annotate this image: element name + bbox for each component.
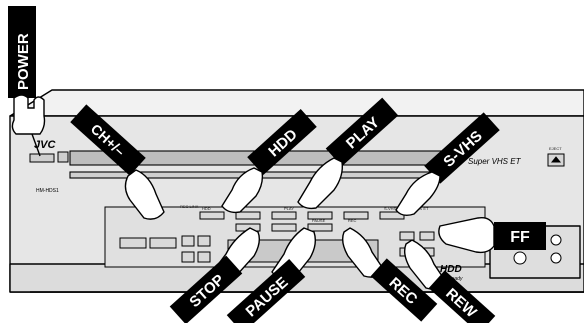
hdd-small-label: HDD (202, 206, 211, 211)
play-small-label: PLAY (284, 206, 294, 211)
rec-small-label: REC (348, 218, 357, 223)
callout-power: POWER (8, 6, 36, 98)
svhs-small-label: S-VHS (384, 206, 397, 211)
power-button[interactable] (30, 152, 68, 162)
callout-power-label: POWER (15, 33, 32, 90)
callout-ff: FF (494, 222, 546, 250)
model-label: HM-HDS1 (36, 188, 59, 194)
pause-small-label: PAUSE (312, 218, 326, 223)
callout-ff-label: FF (510, 229, 530, 246)
rec-link-label: REC LINK (180, 204, 199, 209)
eject-button[interactable] (548, 154, 564, 166)
eject-label: EJECT (549, 146, 562, 151)
hand-power-icon (12, 95, 44, 134)
super-vhs-label: Super VHS ET (468, 157, 522, 166)
